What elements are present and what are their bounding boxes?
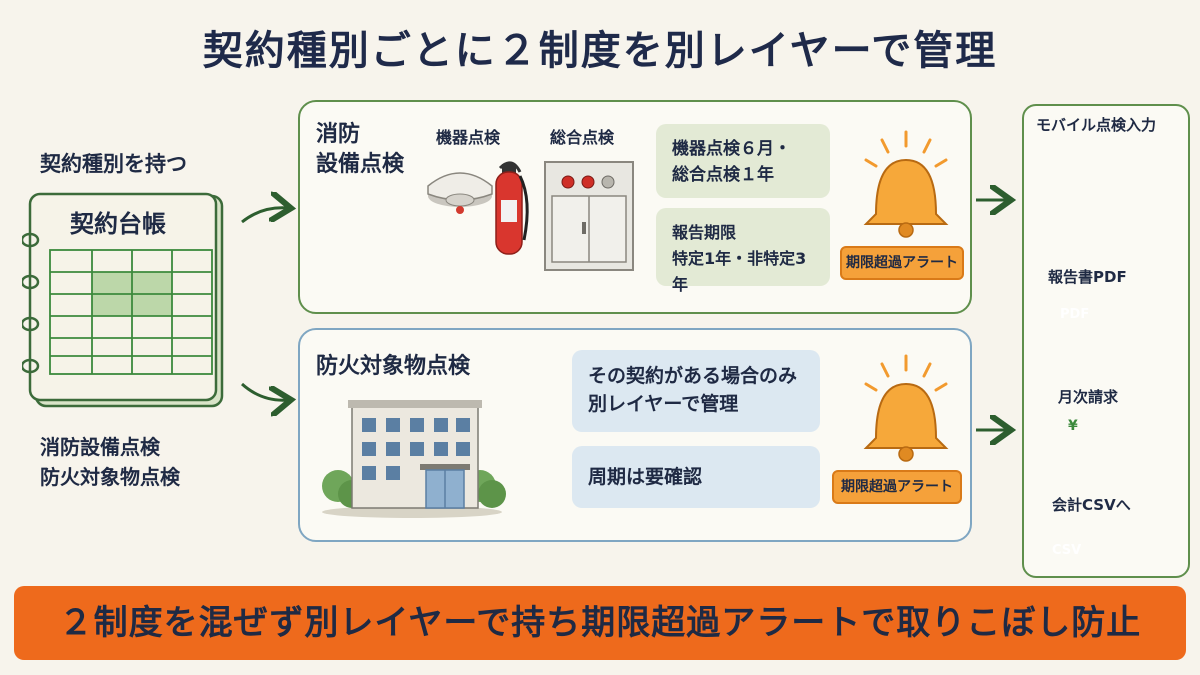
contract-ledger-icon — [22, 192, 224, 408]
fire-equipment-title-line1: 消防 — [316, 122, 361, 147]
layer-line1: その契約がある場合のみ — [588, 365, 798, 387]
layer-line2: 別レイヤーで管理 — [588, 393, 739, 415]
cycle-check-box: 周期は要確認 — [572, 446, 820, 508]
cycle-line1: 機器点検６月・ — [672, 139, 791, 159]
contract-type-label: 契約種別を持つ — [40, 152, 187, 176]
arrow-ledger-to-prevention — [240, 382, 288, 400]
report-pdf-label: 報告書PDF — [1048, 268, 1127, 286]
fire-prevention-title: 防火対象物点検 — [316, 354, 471, 379]
overdue-alert-badge-2: 期限超過アラート — [832, 470, 962, 504]
overdue-alert-badge: 期限超過アラート — [840, 246, 964, 280]
equipment-inspection-label: 機器点検 — [436, 128, 501, 147]
fire-equipment-title: 消防 設備点検 — [316, 120, 404, 180]
type-fire-equipment: 消防設備点検 — [40, 435, 160, 459]
output-flow-column — [1022, 104, 1190, 578]
page-title: 契約種別ごとに２制度を別レイヤーで管理 — [202, 28, 998, 74]
bottom-banner: ２制度を混ぜず別レイヤーで持ち期限超過アラートで取りこぼし防止 — [14, 586, 1186, 660]
ledger-title: 契約台帳 — [70, 210, 166, 238]
monthly-billing-label: 月次請求 — [1058, 388, 1119, 406]
separate-layer-box: その契約がある場合のみ 別レイヤーで管理 — [572, 350, 820, 432]
contract-type-list: 消防設備点検 防火対象物点検 — [40, 432, 180, 492]
yen-icon: ¥ — [1068, 418, 1078, 434]
arrow-ledger-to-fire — [241, 208, 288, 222]
deadline-line2: 特定1年・非特定3年 — [672, 249, 807, 294]
general-inspection-label: 総合点検 — [550, 128, 615, 147]
type-fire-prevention: 防火対象物点検 — [40, 465, 180, 489]
mobile-input-label: モバイル点検入力 — [1036, 116, 1157, 134]
report-deadline-box: 報告期限 特定1年・非特定3年 — [656, 208, 830, 294]
csv-tag: CSV — [1052, 543, 1082, 558]
inspection-cycle-box: 機器点検６月・ 総合点検１年 — [656, 124, 830, 198]
accounting-csv-label: 会計CSVへ — [1052, 496, 1131, 514]
pdf-tag: PDF — [1060, 307, 1090, 322]
cycle-line2: 総合点検１年 — [672, 165, 774, 185]
deadline-line1: 報告期限 — [672, 223, 737, 242]
fire-equipment-title-line2: 設備点検 — [316, 152, 405, 177]
